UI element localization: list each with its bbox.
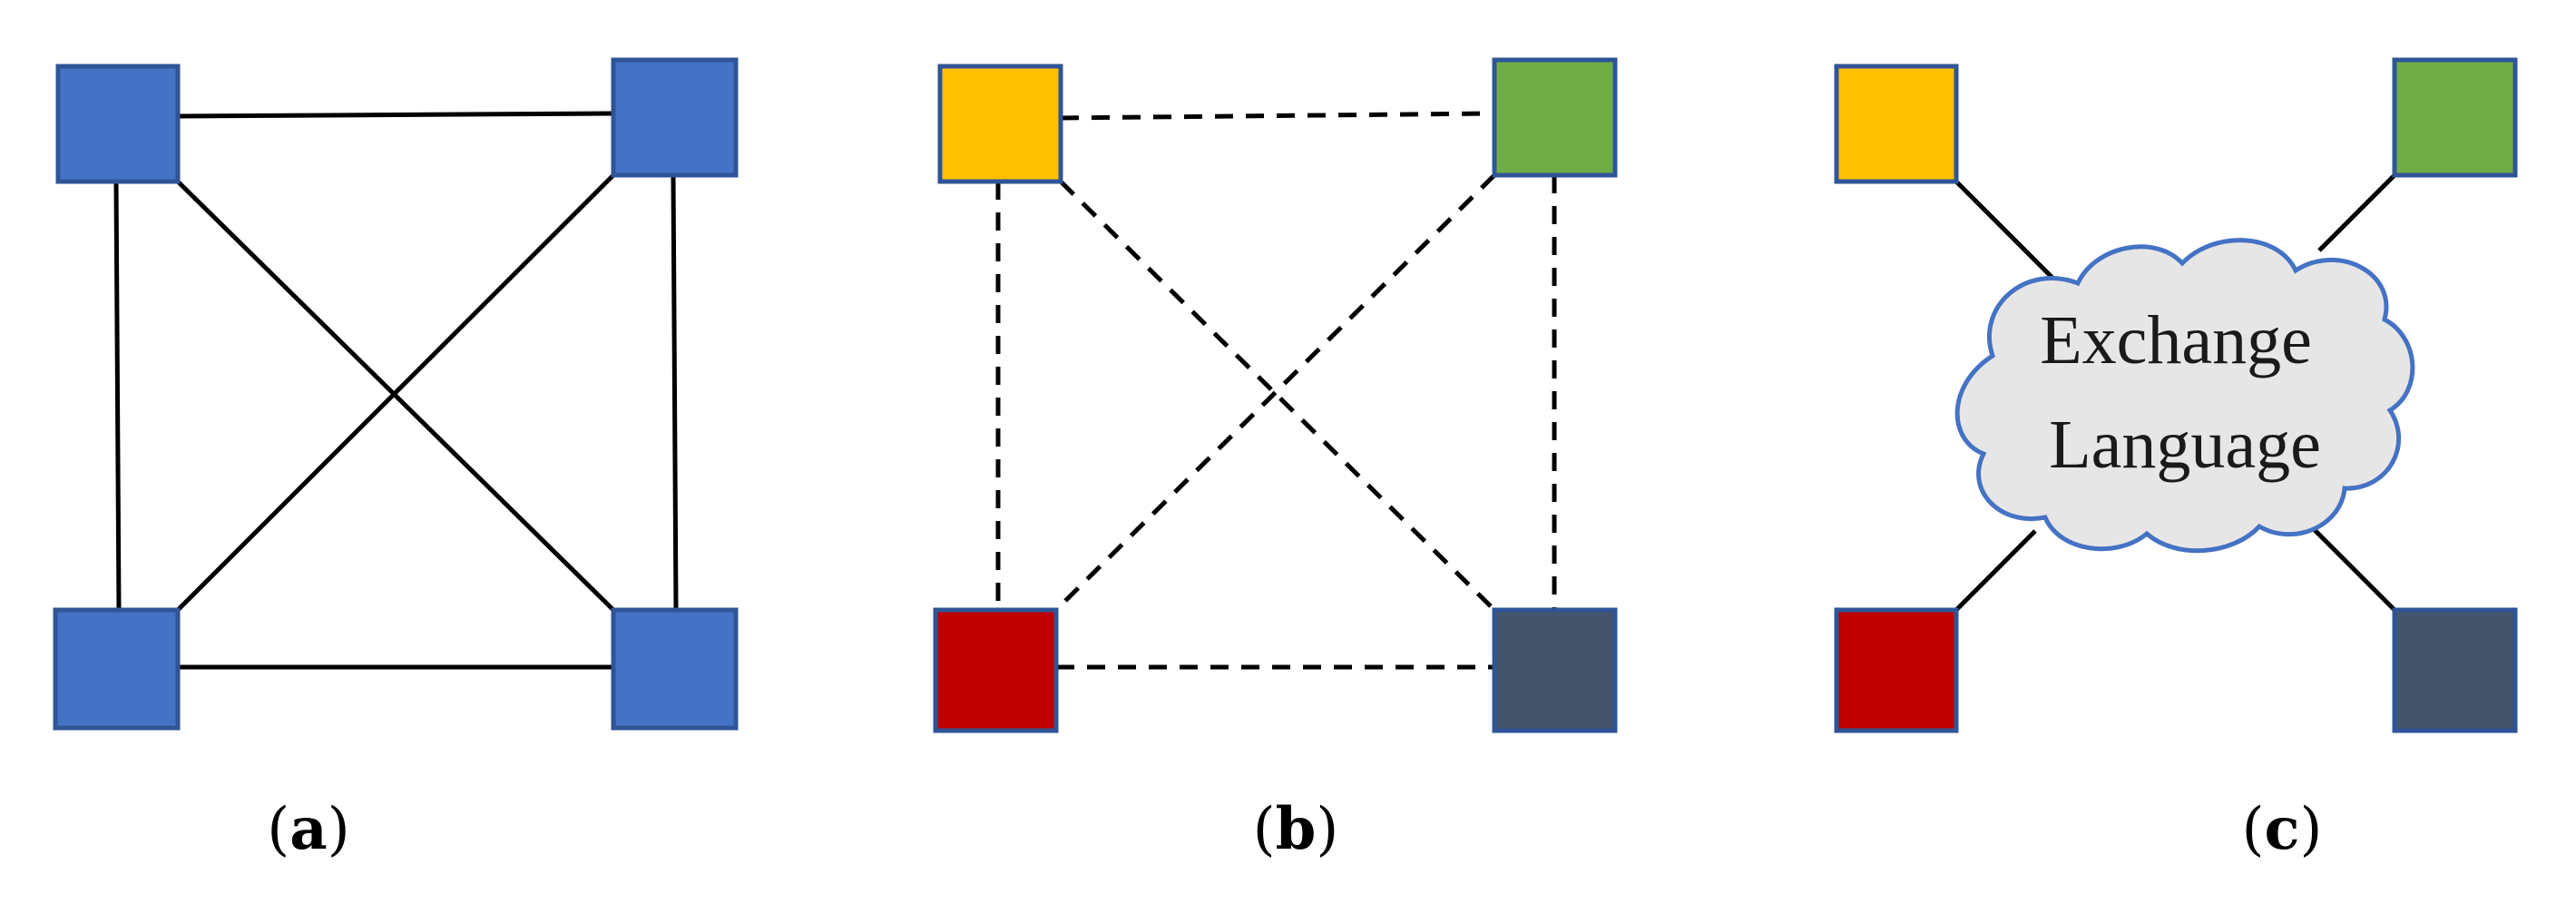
link-c-green [2317,173,2396,252]
link-a-diag-2 [176,173,615,612]
panel-b: (b) [933,57,1618,863]
link-c-slate [2306,521,2396,612]
exchange-cloud: Exchange Language [1954,238,2415,554]
link-c-yellow [1954,180,2060,285]
panel-b-nodes [933,57,1618,733]
node-a-bottom-left [53,607,181,731]
panel-a-nodes [53,57,739,731]
node-c-green [2392,57,2518,178]
link-a-top [177,111,614,119]
link-a-left [113,181,122,611]
panel-a: (a) [53,57,739,863]
node-b-yellow [937,64,1063,184]
cloud-shape [1954,238,2415,554]
panel-c: Exchange Language (c) [1834,57,2518,863]
link-c-red [1954,529,2037,612]
node-b-slate [1492,607,1618,733]
link-a-right [671,174,679,611]
caption-b: (b) [1253,795,1339,863]
panel-c-nodes [1834,57,2518,733]
node-c-yellow [1834,64,1959,184]
node-a-bottom-right [611,607,739,731]
cloud-label-line1: Exchange [2040,302,2312,378]
caption-a: (a) [267,795,349,863]
node-b-green [1492,57,1618,178]
cloud-label-line2: Language [2049,407,2321,483]
node-b-red [933,607,1059,733]
node-a-top-right [611,57,739,178]
node-c-red [1834,607,1959,733]
caption-c: (c) [2242,795,2323,863]
node-c-slate [2392,607,2518,733]
panel-a-links [113,111,679,670]
link-b-diag-2 [1054,173,1496,612]
panel-c-links [1954,173,2396,612]
node-a-top-left [55,64,181,184]
link-b-top [1060,111,1495,121]
panel-b-links [995,111,1557,670]
link-b-diag-1 [1059,180,1496,612]
